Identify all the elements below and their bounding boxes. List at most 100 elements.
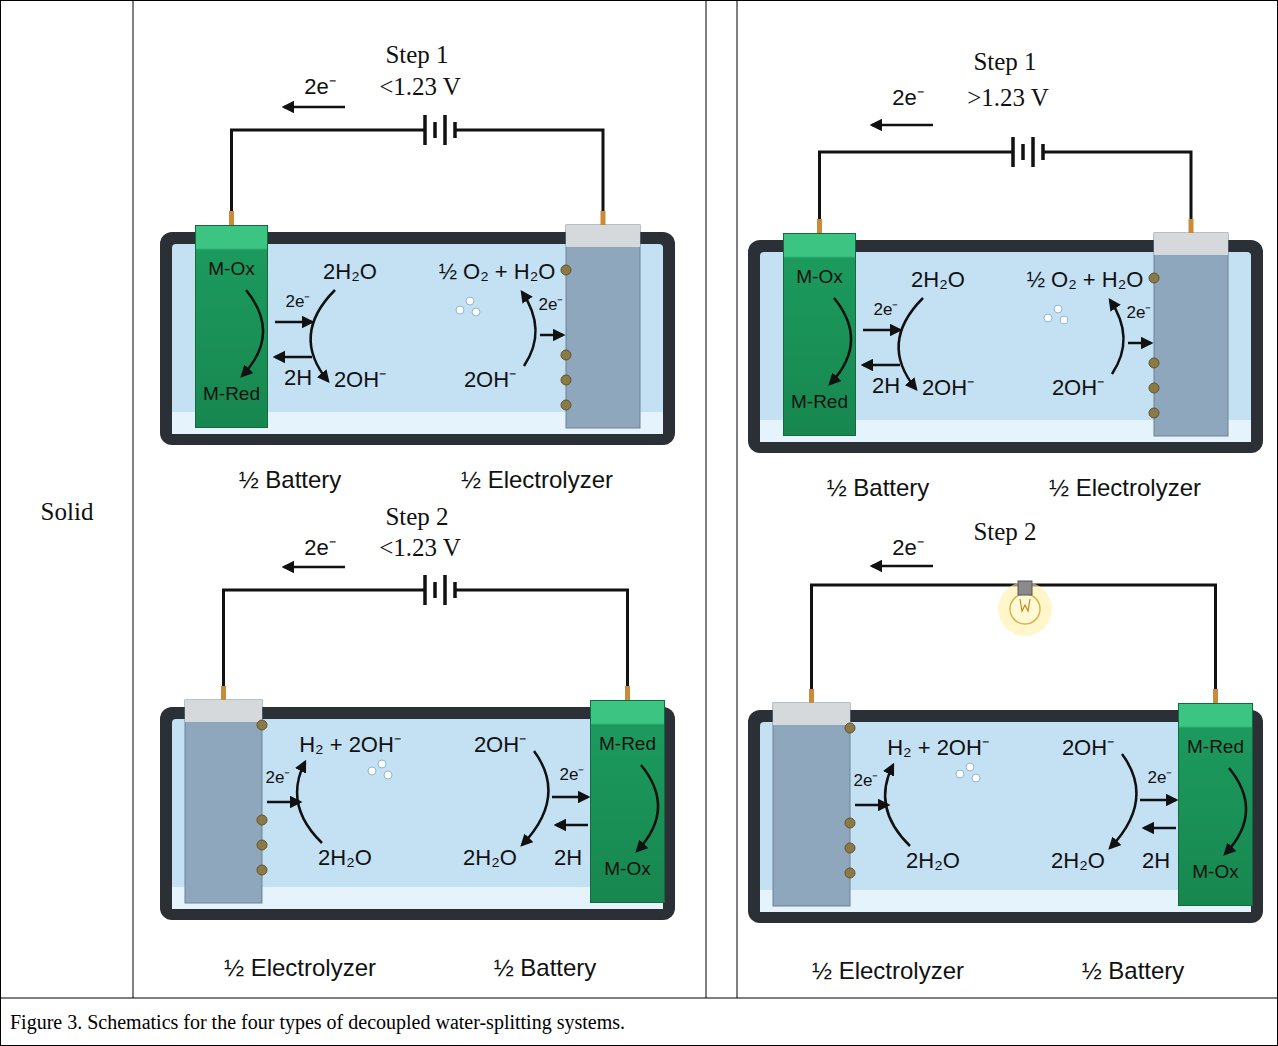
- transfer-arrow: [1140, 799, 1176, 802]
- gas-bubble: [378, 760, 386, 768]
- transfer-arrow: [1144, 827, 1176, 830]
- species-label: 2H: [872, 374, 900, 398]
- transfer-arrow: [863, 364, 900, 367]
- counter-electrode: [185, 700, 262, 903]
- reaction-arrow: [1110, 754, 1136, 848]
- light-bulb: [998, 581, 1052, 636]
- species-label: 2OH⁻: [334, 368, 386, 392]
- step-label: Step 1: [973, 48, 1036, 76]
- species-label: 2OH⁻: [464, 368, 516, 392]
- gas-bubble: [956, 770, 964, 778]
- catalyst-particle: [561, 400, 571, 410]
- bulb-glow: [998, 582, 1052, 636]
- reaction-arrow: [522, 751, 548, 845]
- reaction-arrow: [1110, 300, 1124, 374]
- battery-plate: [453, 582, 457, 598]
- transfer-arrow: [275, 356, 312, 359]
- terminal: [229, 211, 234, 225]
- catalyst-particle: [257, 815, 267, 825]
- counter-electrode-top: [566, 225, 640, 247]
- catalyst-particle: [1149, 273, 1159, 283]
- terminal: [221, 686, 226, 700]
- working-electrode: M-RedM-Ox: [1178, 703, 1253, 906]
- electron-label: 2e⁻: [874, 301, 899, 320]
- electron-label: 2e⁻: [304, 536, 335, 560]
- species-label: 2H: [1142, 849, 1170, 873]
- electron-flow-arrow: [284, 106, 345, 109]
- wire: [232, 130, 604, 213]
- electron-label: 2e⁻: [892, 536, 923, 560]
- gas-bubble: [466, 297, 474, 305]
- electron-label: 2e⁻: [1127, 304, 1152, 323]
- half-cell-label: ½ Battery: [1082, 958, 1185, 984]
- electron-label: 2e⁻: [854, 772, 879, 791]
- transfer-arrow: [275, 321, 312, 324]
- table-rule: [0, 998, 1278, 999]
- counter-electrode-top: [185, 700, 262, 722]
- species-label: 2H₂O: [1051, 849, 1105, 873]
- bulb-base: [1018, 581, 1032, 595]
- battery-plate: [1031, 137, 1035, 167]
- species-label: 2H₂O: [906, 849, 960, 873]
- transfer-arrow: [1128, 342, 1151, 345]
- bulb-glass: [1010, 594, 1040, 624]
- electron-label: 2e⁻: [286, 293, 311, 312]
- terminal: [1189, 219, 1194, 233]
- gas-bubble: [1060, 316, 1068, 324]
- battery-symbol: [425, 575, 455, 605]
- voltage-label: >1.23 V: [967, 84, 1049, 112]
- step-label: Step 2: [385, 503, 448, 531]
- gas-bubble: [472, 308, 480, 316]
- catalyst-particle: [845, 843, 855, 853]
- terminal: [817, 219, 822, 233]
- step-label: Step 2: [973, 518, 1036, 546]
- transfer-arrow: [855, 804, 888, 807]
- half-cell-label: ½ Battery: [239, 467, 342, 493]
- battery-plate: [1021, 144, 1025, 160]
- gas-bubble: [384, 771, 392, 779]
- species-label: ½ O₂ + H₂O: [1027, 268, 1144, 292]
- transfer-arrow: [540, 334, 563, 337]
- cell-drawing: [748, 125, 1263, 453]
- species-label: 2OH⁻: [922, 376, 974, 400]
- species-label: 2H₂O: [463, 846, 517, 870]
- reaction-arrow: [522, 292, 536, 366]
- terminal: [1213, 689, 1218, 703]
- battery-plate: [1011, 137, 1015, 167]
- cell-drawing: [160, 567, 675, 920]
- species-label: 2H₂O: [911, 268, 965, 292]
- catalyst-particle: [257, 720, 267, 730]
- half-cell-label: ½ Electrolyzer: [1049, 475, 1201, 501]
- electrode-state: M-Ox: [604, 858, 650, 880]
- species-label: 2H: [554, 846, 582, 870]
- transfer-arrow: [556, 824, 588, 827]
- electrode-state: M-Ox: [796, 266, 842, 288]
- voltage-label: <1.23 V: [379, 73, 461, 101]
- electrode-state: M-Ox: [1192, 861, 1238, 883]
- figure-caption: Figure 3. Schematics for the four types …: [10, 1011, 625, 1033]
- table-rule: [706, 0, 707, 998]
- cell-drawing: [748, 566, 1263, 923]
- transfer-arrow: [552, 796, 588, 799]
- battery-plate: [453, 122, 457, 138]
- row-header: Solid: [41, 498, 94, 526]
- half-cell-label: ½ Battery: [494, 955, 597, 981]
- species-label: ½ O₂ + H₂O: [439, 260, 556, 284]
- table-rule: [737, 0, 738, 998]
- step-label: Step 1: [385, 41, 448, 69]
- counter-electrode: [566, 225, 640, 428]
- redox-arrow: [637, 765, 658, 851]
- half-cell-label: ½ Battery: [827, 475, 930, 501]
- wire: [820, 152, 1192, 221]
- catalyst-particle: [561, 265, 571, 275]
- battery-plate: [423, 575, 427, 605]
- catalyst-particle: [845, 868, 855, 878]
- catalyst-particle: [257, 865, 267, 875]
- battery-plate: [423, 115, 427, 145]
- catalyst-particle: [1149, 408, 1159, 418]
- reaction-arrow: [899, 298, 923, 389]
- battery-symbol: [1013, 137, 1043, 167]
- terminal: [809, 689, 814, 703]
- catalyst-particle: [1149, 358, 1159, 368]
